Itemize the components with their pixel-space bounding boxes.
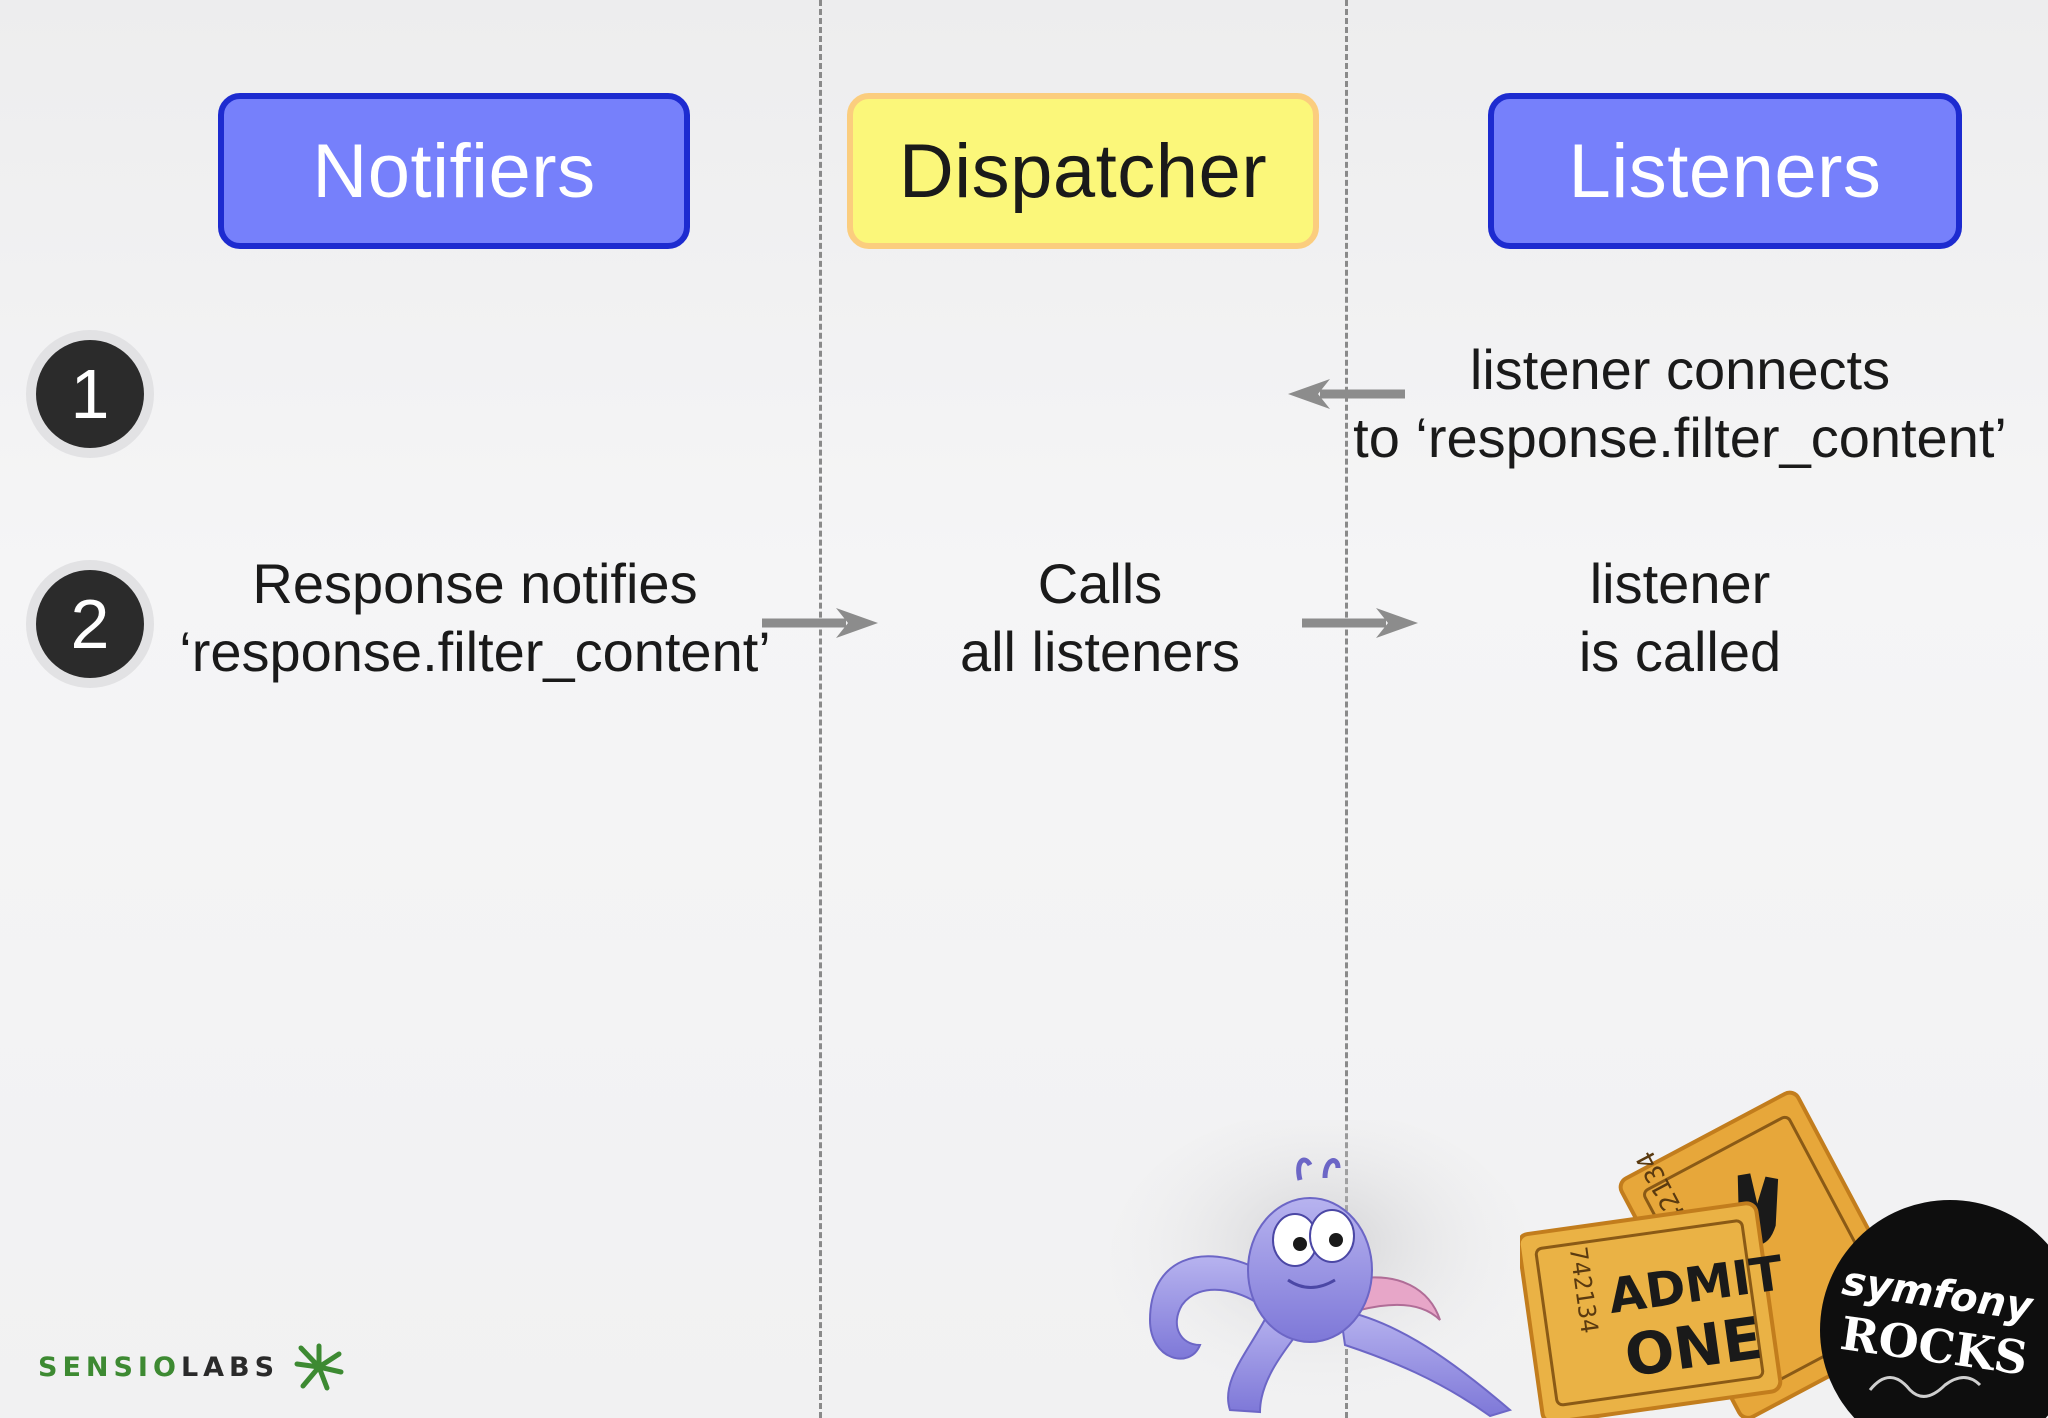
arrow-dispatcher-to-listener [1302, 608, 1418, 638]
dispatcher-header: Dispatcher [847, 93, 1319, 249]
divider-left [819, 0, 822, 1418]
listeners-header-label: Listeners [1568, 128, 1882, 214]
logo-text-sensio: SENSIO [38, 1351, 181, 1383]
logo-text-labs: LABS [180, 1351, 280, 1383]
step-2-notifier-text: Response notifies ‘response.filter_conte… [150, 550, 800, 686]
step-2-notifier-line2: ‘response.filter_content’ [179, 620, 771, 683]
notifiers-header: Notifiers [218, 93, 690, 249]
step-1-badge: 1 [26, 330, 154, 458]
step-2-listener-text: listener is called [1480, 550, 1880, 686]
step-2-badge: 2 [26, 560, 154, 688]
step-2-dispatcher-line2: all listeners [959, 620, 1241, 683]
step-2-number: 2 [36, 570, 144, 678]
step-2-dispatcher-text: Calls all listeners [900, 550, 1300, 686]
octopus-mascot-illustration [1110, 1120, 1530, 1418]
step-1-number: 1 [36, 340, 144, 448]
sensiolabs-star-icon [294, 1343, 344, 1391]
step-2-listener-line2: is called [1578, 620, 1782, 683]
step-2-listener-line1: listener [1589, 552, 1771, 615]
step-2-notifier-line1: Response notifies [252, 552, 698, 615]
arrow-listener-to-dispatcher [1288, 379, 1405, 409]
step-2-dispatcher-line1: Calls [1037, 552, 1163, 615]
listeners-header: Listeners [1488, 93, 1962, 249]
tickets-illustration: 742134 742134 ADMIT ONE symfony ROCKS [1520, 1090, 2048, 1418]
step-1-listener-line2: to ‘response.filter_content’ [1353, 406, 2007, 469]
dispatcher-header-label: Dispatcher [898, 128, 1268, 214]
step-1-listener-text: listener connects to ‘response.filter_co… [1340, 336, 2020, 472]
arrow-notifier-to-dispatcher [762, 608, 878, 638]
notifiers-header-label: Notifiers [312, 128, 596, 214]
divider-right [1345, 0, 1348, 1418]
step-1-listener-line1: listener connects [1469, 338, 1891, 401]
